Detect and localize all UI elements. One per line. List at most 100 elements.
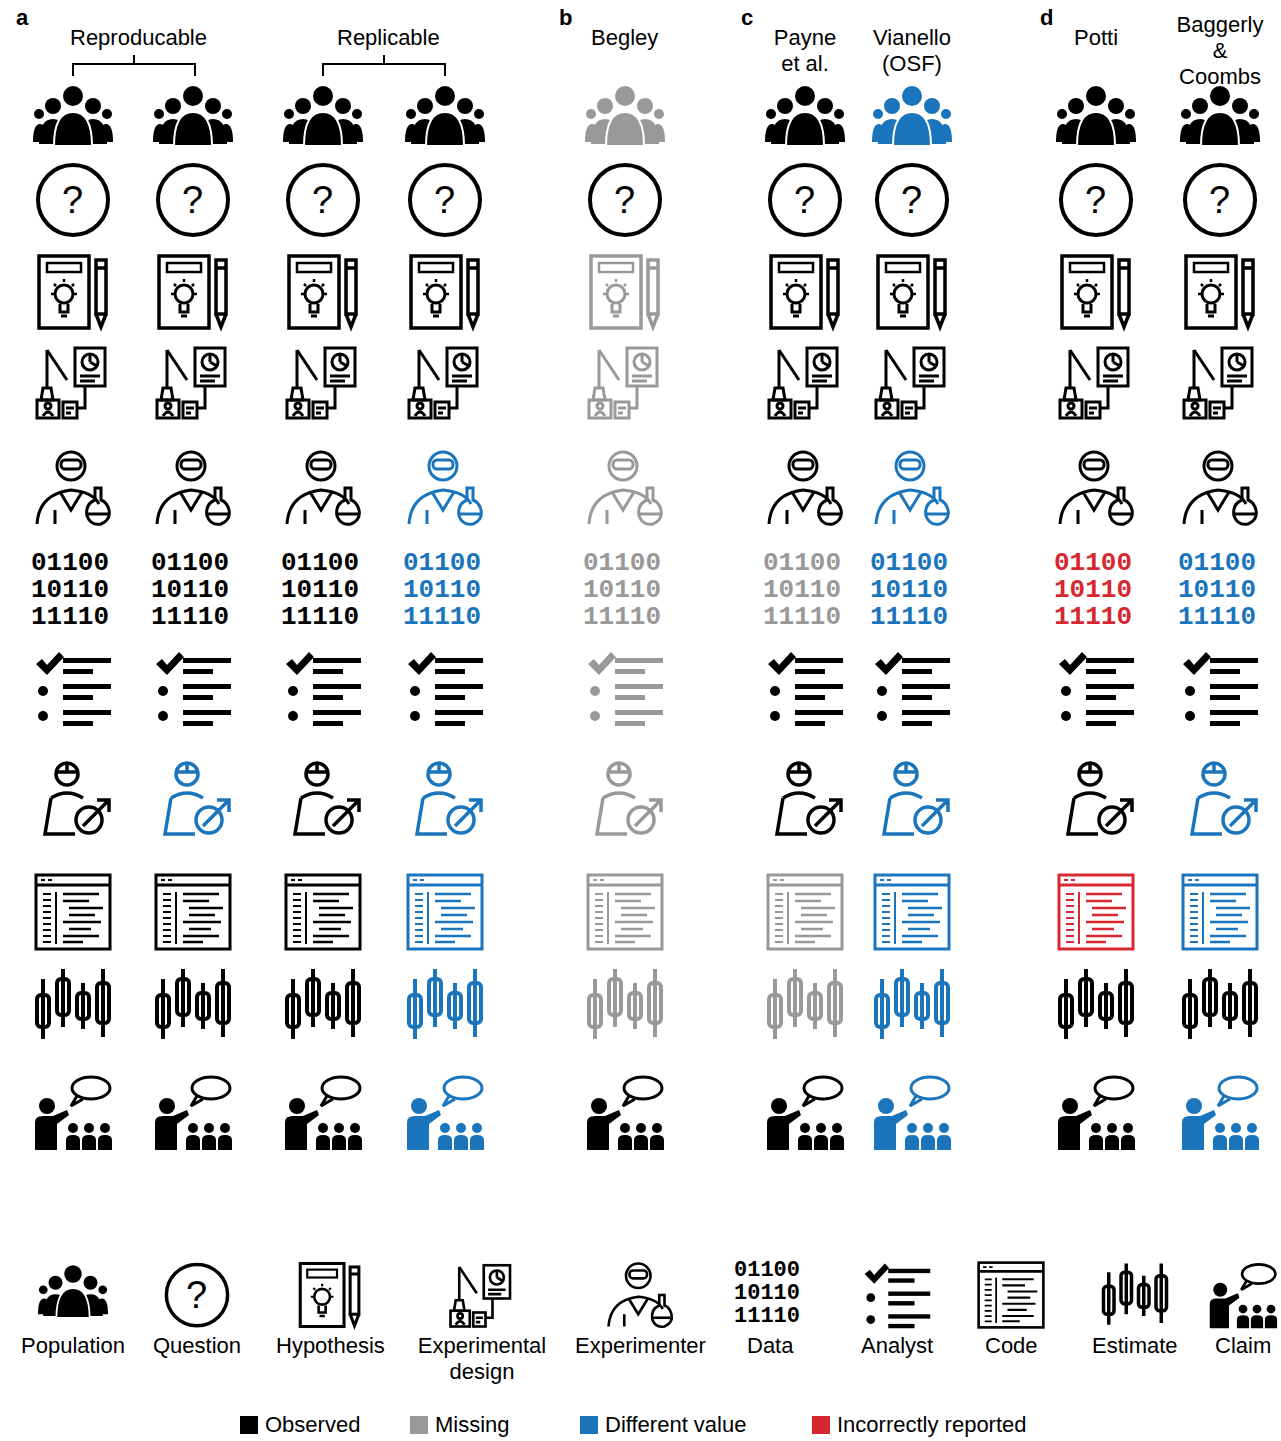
claim-icon: [285, 1077, 362, 1150]
anal-icon: [597, 763, 661, 834]
data-bits: 01100 10110 11110: [763, 550, 847, 631]
est-icon: [1104, 1264, 1167, 1325]
claim-icon: [1182, 1077, 1259, 1150]
exper-icon: [287, 452, 359, 524]
q-icon: [288, 165, 358, 235]
design-icon: [287, 348, 355, 418]
check-icon: [286, 652, 361, 726]
hyp-icon: [411, 256, 478, 328]
exper-icon: [1184, 452, 1256, 524]
design-icon: [157, 348, 225, 418]
q-icon: [1185, 165, 1255, 235]
est-icon: [409, 969, 481, 1039]
hyp-icon: [39, 256, 106, 328]
exper-icon: [1060, 452, 1132, 524]
anal-icon: [1192, 763, 1256, 834]
label: b: [559, 5, 572, 31]
est-icon: [37, 969, 109, 1039]
label: Missing: [435, 1412, 510, 1438]
data-bits: 01100 10110 11110: [31, 550, 115, 631]
data-bits: 01100 10110 11110: [1054, 550, 1138, 631]
question-mark: ?: [1209, 180, 1230, 220]
exper-icon: [157, 452, 229, 524]
q-icon: [590, 165, 660, 235]
hyp-icon: [159, 256, 226, 328]
est-icon: [876, 969, 948, 1039]
data-bits: 01100 10110 11110: [403, 550, 487, 631]
code-icon: [1183, 875, 1257, 949]
pop-icon: [33, 85, 113, 146]
hyp-icon: [1186, 256, 1253, 328]
exper-icon: [609, 1264, 672, 1327]
pop-icon: [872, 85, 952, 146]
label: Payne et al.: [765, 25, 845, 77]
design-icon: [37, 348, 105, 418]
label: Data: [747, 1333, 793, 1359]
exper-icon: [37, 452, 109, 524]
q-icon: [410, 165, 480, 235]
check-icon: [1059, 652, 1134, 726]
question-mark: ?: [186, 1275, 207, 1315]
question-mark: ?: [901, 180, 922, 220]
pop-icon: [1180, 85, 1260, 146]
legend-swatch: [580, 1416, 598, 1434]
code-icon: [156, 875, 230, 949]
anal-icon: [165, 763, 229, 834]
anal-icon: [417, 763, 481, 834]
pop-icon: [38, 1264, 108, 1317]
label: Different value: [605, 1412, 746, 1438]
code-icon: [588, 875, 662, 949]
est-icon: [1060, 969, 1132, 1039]
anal-icon: [1068, 763, 1132, 834]
label: Vianello (OSF): [866, 25, 958, 77]
hyp-icon: [289, 256, 356, 328]
label: Reproducable: [70, 25, 207, 51]
bracket: [73, 55, 445, 76]
code-icon: [286, 875, 360, 949]
q-icon: [877, 165, 947, 235]
exper-icon: [876, 452, 948, 524]
code-icon: [875, 875, 949, 949]
question-mark: ?: [62, 180, 83, 220]
label: Population: [21, 1333, 125, 1359]
question-mark: ?: [614, 180, 635, 220]
label: Question: [153, 1333, 241, 1359]
label: Claim: [1215, 1333, 1271, 1359]
check-icon: [1183, 652, 1258, 726]
label: Experimental design: [412, 1333, 552, 1385]
q-icon: [166, 1264, 227, 1325]
label: Analyst: [861, 1333, 933, 1359]
check-icon: [588, 652, 663, 726]
check-icon: [768, 652, 843, 726]
claim-icon: [407, 1077, 484, 1150]
data-bits: 01100 10110 11110: [870, 550, 954, 631]
check-icon: [36, 652, 111, 726]
code-icon: [1059, 875, 1133, 949]
label: Observed: [265, 1412, 360, 1438]
label: Potti: [1074, 25, 1118, 51]
check-icon: [156, 652, 231, 726]
anal-icon: [45, 763, 109, 834]
data-bits: 01100 10110 11110: [1178, 550, 1262, 631]
question-mark: ?: [182, 180, 203, 220]
code-icon: [408, 875, 482, 949]
est-icon: [1184, 969, 1256, 1039]
legend-swatch: [812, 1416, 830, 1434]
design-icon: [1184, 348, 1252, 418]
pop-icon: [283, 85, 363, 146]
claim-icon: [874, 1077, 951, 1150]
data-bits: 01100 10110 11110: [583, 550, 667, 631]
label: Incorrectly reported: [837, 1412, 1027, 1438]
pop-icon: [765, 85, 845, 146]
anal-icon: [295, 763, 359, 834]
data-bits: 01100 10110 11110: [734, 1259, 805, 1328]
exper-icon: [409, 452, 481, 524]
pop-icon: [405, 85, 485, 146]
q-icon: [38, 165, 108, 235]
q-icon: [770, 165, 840, 235]
check-icon: [408, 652, 483, 726]
question-mark: ?: [794, 180, 815, 220]
claim-icon: [1058, 1077, 1135, 1150]
label: Experimenter: [575, 1333, 706, 1359]
design-icon: [769, 348, 837, 418]
